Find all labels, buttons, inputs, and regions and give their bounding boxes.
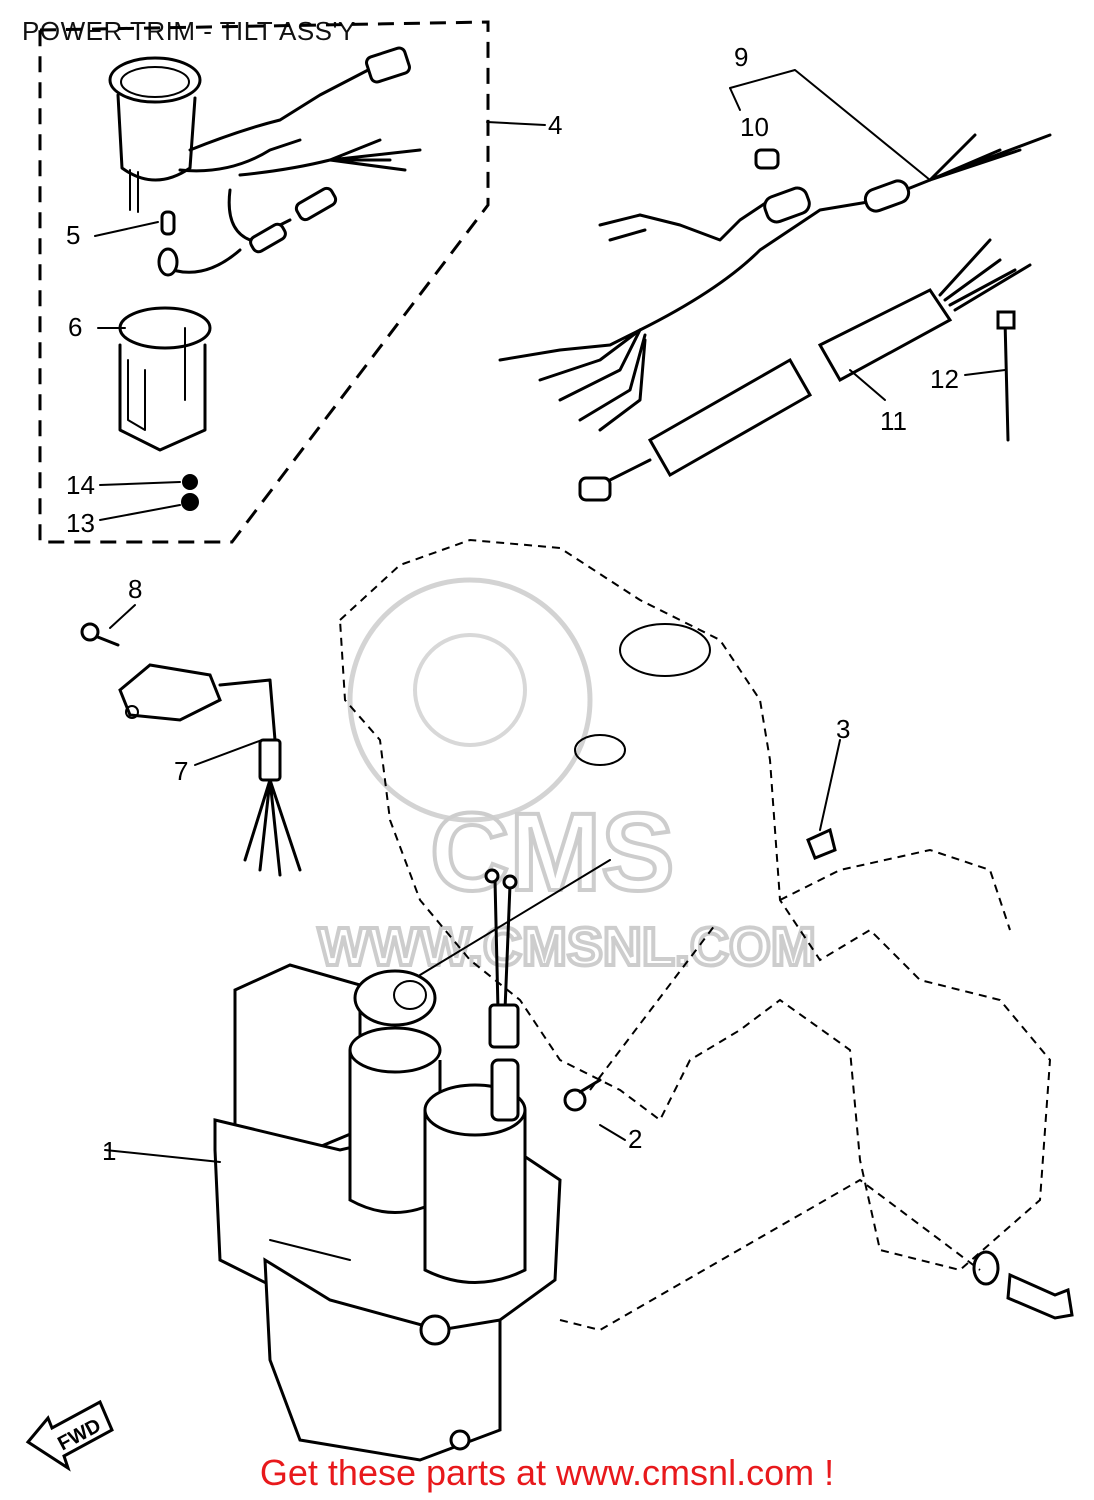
callout-7: 7 bbox=[174, 756, 188, 786]
callout-13: 13 bbox=[66, 508, 95, 538]
callout-4: 4 bbox=[548, 110, 562, 140]
trim-sensor bbox=[80, 622, 302, 877]
part-5-pin bbox=[160, 210, 176, 236]
part-14-washer bbox=[182, 474, 198, 490]
assembly-4-dashed-boundary bbox=[38, 20, 490, 544]
callout-8: 8 bbox=[128, 574, 142, 604]
watermark: CMS WWW.CMSNL.COM bbox=[316, 577, 818, 979]
power-trim-unit bbox=[213, 963, 562, 1462]
part-callouts: 1 2 3 4 5 6 7 8 9 10 11 12 13 14 bbox=[66, 42, 959, 1166]
callout-3: 3 bbox=[836, 714, 850, 744]
clamp-bracket-outline bbox=[338, 538, 1052, 1272]
part-2-bolt bbox=[563, 1078, 602, 1112]
callout-11: 11 bbox=[880, 406, 907, 436]
callout-1: 1 bbox=[102, 1136, 116, 1166]
trim-relay-connector bbox=[484, 868, 520, 1049]
mounting-bolt-washer bbox=[972, 1250, 1074, 1320]
callout-2: 2 bbox=[628, 1124, 642, 1154]
trim-meter bbox=[108, 46, 422, 277]
callout-10: 10 bbox=[740, 112, 769, 142]
part-3-grommet bbox=[806, 827, 837, 860]
part-13-nut bbox=[181, 493, 199, 511]
callout-9: 9 bbox=[734, 42, 748, 72]
watermark-url-text: WWW.CMSNL.COM bbox=[318, 917, 816, 977]
part-11-sleeve-lower bbox=[647, 357, 813, 478]
callout-12: 12 bbox=[930, 364, 959, 394]
leader-lines bbox=[94, 69, 1006, 1332]
wiring-harness bbox=[498, 133, 1052, 502]
callout-6: 6 bbox=[68, 312, 82, 342]
part-11-sleeve-upper bbox=[817, 288, 953, 383]
page-title: POWER TRIM - TILT ASS'Y bbox=[22, 16, 356, 46]
part-12-cable-tie bbox=[1003, 318, 1010, 442]
callout-14: 14 bbox=[66, 470, 95, 500]
watermark-logo-circle bbox=[347, 577, 593, 823]
part-6-bracket bbox=[118, 306, 212, 452]
callout-5: 5 bbox=[66, 220, 80, 250]
cta-link-text[interactable]: Get these parts at www.cmsnl.com ! bbox=[259, 1452, 835, 1493]
part-10-connector bbox=[754, 148, 780, 170]
